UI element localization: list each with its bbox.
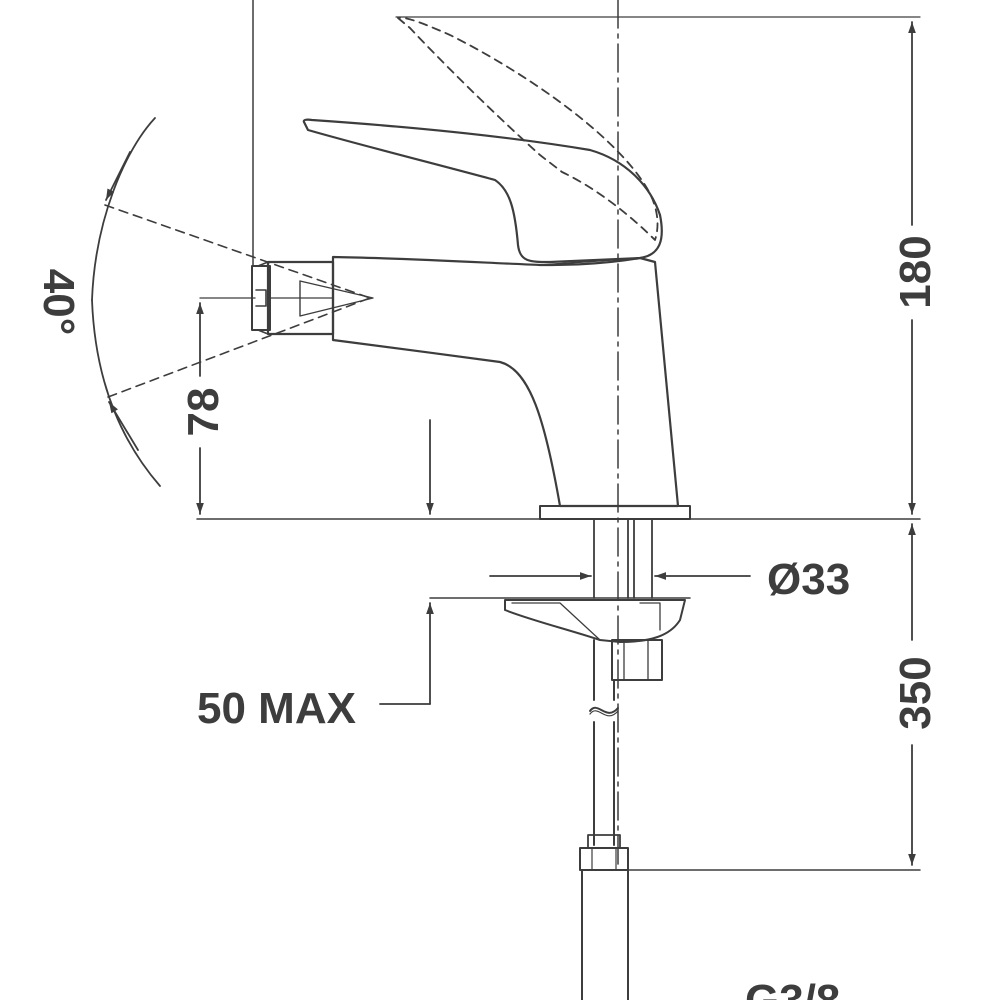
dimension-arc-40-deg	[91, 117, 161, 487]
hose-nut	[579, 847, 629, 871]
clamp-bracket	[504, 599, 686, 643]
label-50-max: 50 MAX	[197, 684, 356, 733]
mixer-body	[331, 255, 680, 508]
flexible-hose	[589, 639, 619, 846]
base-plate	[539, 505, 691, 520]
fixing-stem	[593, 518, 653, 599]
lock-nut	[611, 639, 663, 681]
dimension-line-50max	[379, 419, 434, 705]
label-d33: Ø33	[767, 555, 850, 604]
label-40-deg: 40°	[34, 269, 83, 336]
spray-cone	[104, 204, 371, 398]
dimension-line-78	[196, 297, 256, 515]
label-350: 350	[891, 656, 940, 729]
lever	[302, 118, 663, 264]
label-78: 78	[179, 388, 228, 437]
lever-open-position-outline	[397, 16, 659, 241]
label-connection-partial: G3/8	[745, 976, 840, 1000]
label-180: 180	[891, 235, 940, 308]
